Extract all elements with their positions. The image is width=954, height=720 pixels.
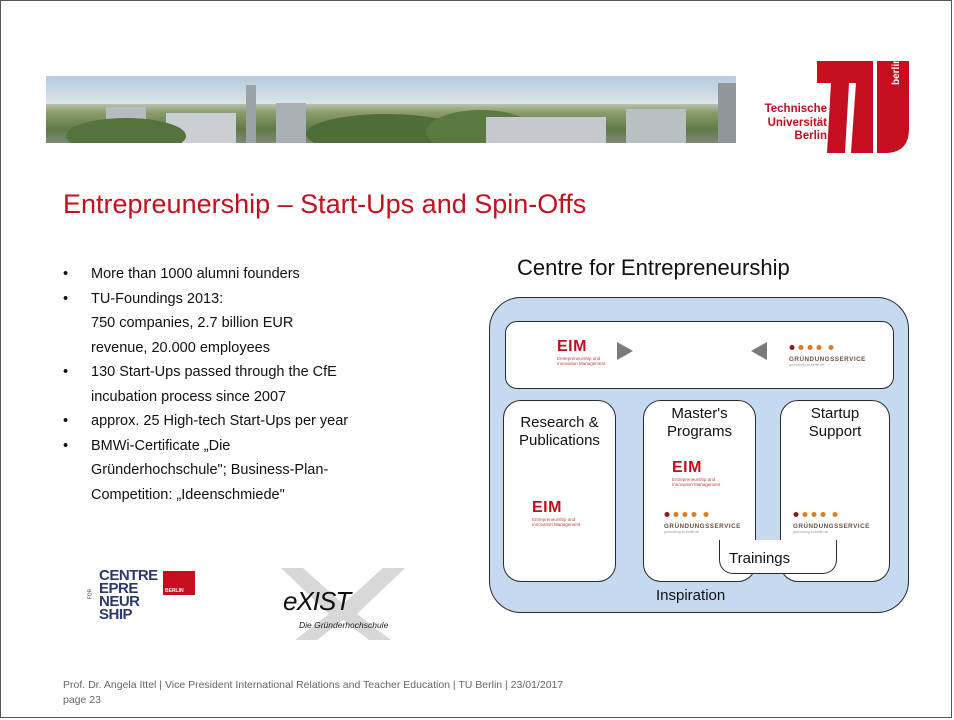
column-label-line: Startup — [810, 405, 860, 422]
tu-berlin-logo: Technische Universität Berlin berlin — [753, 57, 913, 153]
eim-logo: EIM Entrepreneurship and Innovation Mana… — [672, 459, 732, 487]
exist-sub: Die Gründerhochschule — [299, 620, 389, 630]
bullet-dot: • — [63, 437, 69, 454]
diagram-top-box — [505, 321, 894, 389]
column-label-line: Master's — [671, 405, 728, 422]
list-item: • TU-Foundings 2013: 750 companies, 2.7 … — [63, 287, 443, 361]
column-research-publications: Research & Publications EIM Entrepreneur… — [503, 400, 616, 582]
gs-word: GRÜNDUNGSSERVICE — [664, 523, 741, 530]
column-label-line: Publications — [519, 432, 600, 449]
cfe-tag: FOR — [87, 588, 94, 600]
eim-logo: EIM Entrepreneurship and Innovation Mana… — [557, 338, 617, 366]
bullet-line: approx. 25 High-tech Start-Ups per year — [91, 413, 349, 429]
exist-x-mark — [281, 568, 405, 640]
gs-dots-icon — [793, 512, 838, 517]
page-number: page 23 — [63, 694, 101, 706]
header-skyline-image — [46, 76, 736, 143]
bullet-line: 750 companies, 2.7 billion EUR — [91, 315, 294, 331]
column-label-line: Programs — [666, 423, 733, 440]
gs-word: GRÜNDUNGSSERVICE — [793, 523, 870, 530]
bullet-line: TU-Foundings 2013: — [91, 290, 224, 307]
bullet-dot: • — [63, 290, 69, 307]
cfe-badge: BERLIN — [163, 571, 195, 595]
centre-for-entrepreneurship-logo: FOR CENTRE EPRE NEUR SHIP BERLIN — [87, 567, 199, 629]
cfe-line: SHIP — [99, 606, 133, 623]
gruendungsservice-logo: GRÜNDUNGSSERVICE gruendung.tu-berlin.de — [789, 338, 866, 367]
logo-line: Technische — [764, 103, 827, 115]
gs-sub: gruendung.tu-berlin.de — [664, 530, 700, 534]
eim-sub: Entrepreneurship and Innovation Manageme… — [557, 356, 606, 366]
banner-building — [246, 85, 256, 143]
bullet-line: incubation process since 2007 — [91, 388, 287, 405]
arrow-left-icon — [751, 342, 767, 360]
cfe-line: CENTRE — [99, 567, 158, 584]
eim-sub: Entrepreneurship and Innovation Manageme… — [672, 477, 721, 487]
bullet-line: revenue, 20.000 employees — [91, 339, 270, 356]
gs-sub: gruendung.tu-berlin.de — [789, 363, 825, 367]
bullet-line: 130 Start-Ups passed through the CfE — [91, 364, 337, 380]
logo-line: Berlin — [794, 130, 827, 142]
gs-sub: gruendung.tu-berlin.de — [793, 530, 829, 534]
page-title: Entrepreunership – Start-Ups and Spin-Of… — [63, 189, 587, 219]
column-label-line: Research & — [520, 414, 599, 431]
gs-dots-icon — [789, 345, 834, 350]
gs-word: GRÜNDUNGSSERVICE — [789, 356, 866, 363]
inspiration-label: Inspiration — [656, 587, 726, 604]
gs-dots-icon — [664, 512, 709, 517]
column-label: Startup Support — [781, 405, 889, 441]
exist-word: eXIST — [283, 586, 351, 616]
eim-word: EIM — [672, 459, 702, 476]
bullet-dot: • — [63, 413, 69, 429]
banner-sky — [46, 76, 736, 104]
bullet-line: Gründerhochschule"; Business-Plan- — [91, 462, 329, 478]
bullet-dot: • — [63, 364, 69, 380]
footer: Prof. Dr. Angela Ittel | Vice President … — [63, 678, 563, 708]
logo-line: Universität — [767, 116, 827, 129]
logo-text: Technische Universität Berlin — [753, 103, 827, 144]
gruendungsservice-logo: GRÜNDUNGSSERVICE gruendung.tu-berlin.de — [664, 505, 741, 534]
bullet-list: • More than 1000 alumni founders • TU-Fo… — [63, 262, 443, 507]
banner-building — [276, 103, 306, 143]
column-label: Research & Publications — [504, 414, 615, 450]
eim-sub: Entrepreneurship and Innovation Manageme… — [532, 517, 581, 527]
gruendungsservice-logo: GRÜNDUNGSSERVICE gruendung.tu-berlin.de — [793, 505, 870, 534]
bullet-line: More than 1000 alumni founders — [91, 266, 300, 282]
eim-word: EIM — [557, 338, 587, 355]
eim-logo: EIM Entrepreneurship and Innovation Mana… — [532, 499, 592, 527]
trainings-box — [719, 540, 837, 574]
bullet-dot: • — [63, 266, 69, 282]
diagram-title: Centre for Entrepreneurship — [517, 255, 790, 280]
trainings-label: Trainings — [729, 550, 791, 567]
cfe-badge-text: BERLIN — [165, 588, 184, 594]
exist-logo: eXIST Die Gründerhochschule — [263, 566, 423, 641]
list-item: • 130 Start-Ups passed through the CfE i… — [63, 360, 443, 409]
banner-trees — [66, 118, 186, 143]
list-item: • approx. 25 High-tech Start-Ups per yea… — [63, 409, 443, 434]
banner-building — [626, 109, 686, 143]
cfe-line: NEUR — [99, 593, 140, 610]
banner-building — [718, 83, 736, 143]
list-item: • BMWi-Certificate „Die Gründerhochschul… — [63, 434, 443, 508]
bullet-line: BMWi-Certificate „Die — [91, 437, 231, 454]
bullet-line: Competition: „Ideenschmiede" — [91, 486, 285, 503]
banner-building — [486, 117, 606, 143]
list-item: • More than 1000 alumni founders — [63, 262, 443, 287]
arrow-right-icon — [617, 342, 633, 360]
footer-line: Prof. Dr. Angela Ittel | Vice President … — [63, 679, 564, 691]
logo-badge: berlin — [891, 57, 902, 85]
eim-word: EIM — [532, 499, 562, 516]
tu-logo-mark — [817, 61, 909, 153]
column-label: Master's Programs — [644, 405, 755, 441]
cfe-line: EPRE — [99, 580, 138, 597]
column-label-line: Support — [808, 423, 862, 440]
